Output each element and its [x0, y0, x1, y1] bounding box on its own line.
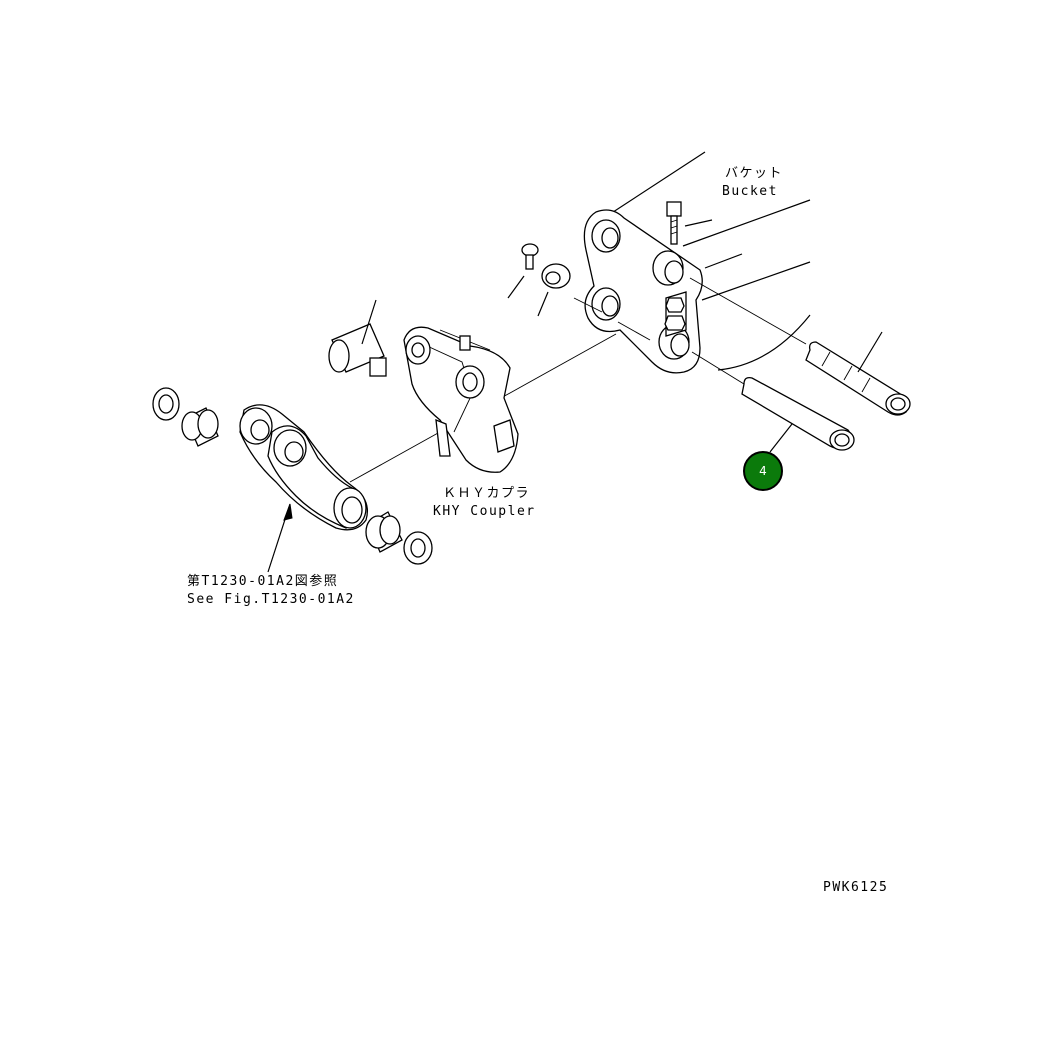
upper-pin	[805, 331, 911, 416]
khy-coupler	[403, 326, 519, 473]
left-bushing	[181, 407, 219, 447]
part-callout-number: 4	[759, 464, 767, 478]
reference-leader	[267, 503, 293, 573]
bolt-and-nut	[664, 201, 713, 331]
coupler-cylinder	[328, 299, 387, 377]
right-bushing	[365, 511, 403, 553]
reference-label-jp: 第T1230-01A2図参照	[187, 574, 339, 589]
part-callout-4[interactable]: 4	[743, 451, 783, 491]
reference-label-en: See Fig.T1230-01A2	[187, 592, 355, 607]
bucket-bracket	[583, 209, 703, 374]
right-seal	[403, 531, 433, 565]
lower-pin	[741, 376, 855, 453]
washer	[537, 263, 571, 317]
coupler-label-jp: ＫＨＹカプラ	[443, 486, 531, 501]
lock-pin	[507, 243, 539, 299]
bucket-outline	[606, 151, 811, 371]
link-arm	[239, 404, 369, 531]
drawing-id: PWK6125	[823, 880, 889, 895]
bucket-label-jp: バケット	[725, 166, 784, 181]
left-seal	[152, 387, 180, 421]
coupler-label-en: KHY Coupler	[433, 504, 536, 519]
bucket-label-en: Bucket	[722, 184, 778, 199]
